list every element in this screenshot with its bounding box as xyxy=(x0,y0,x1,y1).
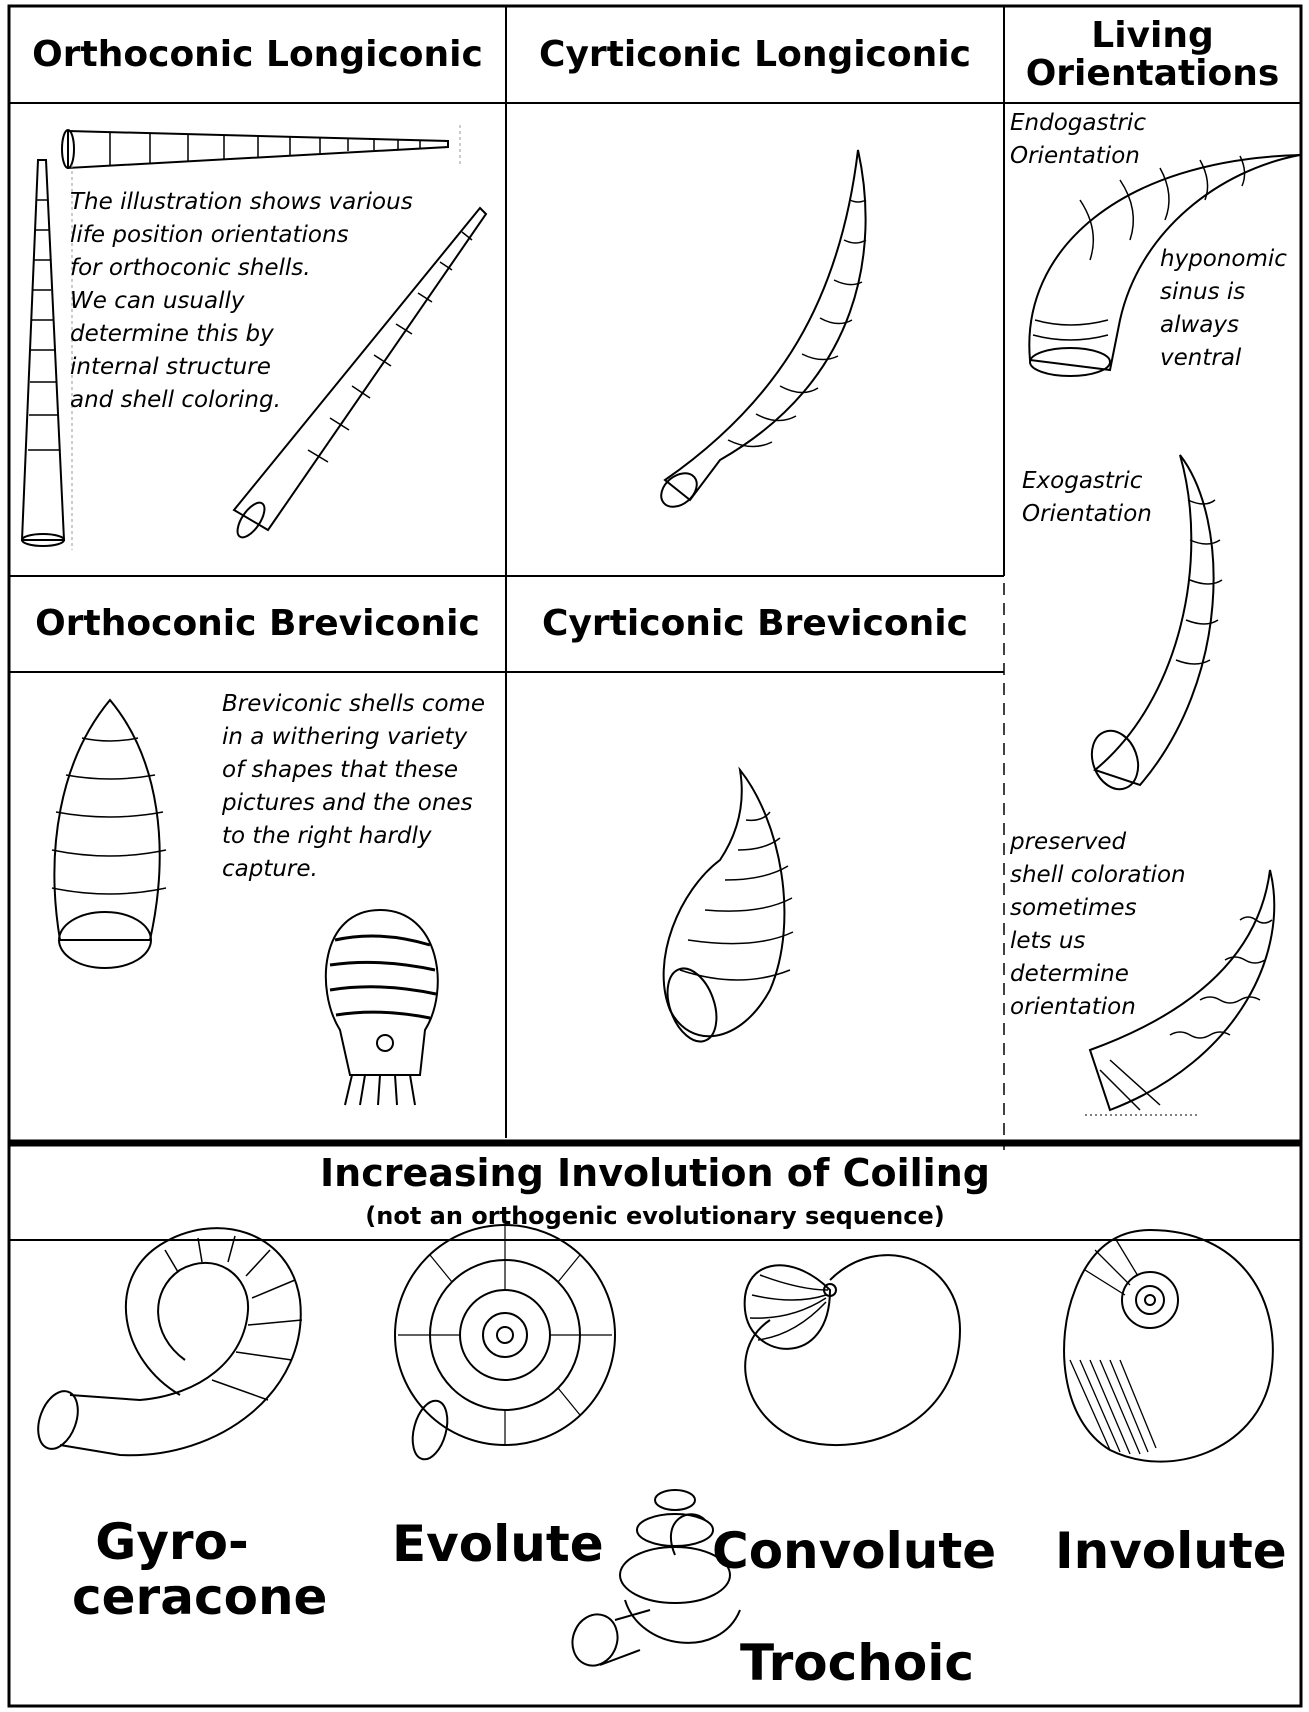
label-involute: Involute xyxy=(1055,1524,1287,1579)
orthocone-horizontal-illustration xyxy=(62,130,448,168)
orthocone-vertical-illustration xyxy=(22,160,64,546)
hyponomic-note: hyponomic sinus is always ventral xyxy=(1160,243,1287,375)
gyroceracone-illustration xyxy=(31,1228,302,1455)
label-trochoic: Trochoic xyxy=(740,1636,974,1691)
header-cyrticonic-breviconic: Cyrticonic Breviconic xyxy=(506,576,1004,672)
label-gyroceracone: Gyro- ceracone xyxy=(72,1515,272,1625)
involute-illustration xyxy=(1064,1230,1273,1462)
header-orthoconic-longiconic: Orthoconic Longiconic xyxy=(9,6,506,103)
longiconic-note: The illustration shows various life posi… xyxy=(70,186,413,417)
header-cyrticonic-longiconic: Cyrticonic Longiconic xyxy=(506,6,1004,103)
header-orthoconic-breviconic: Orthoconic Breviconic xyxy=(9,576,506,672)
breviconic-note: Breviconic shells come in a withering va… xyxy=(222,688,485,886)
breviconic-cone-illustration xyxy=(52,700,166,968)
breviconic-bulb-illustration xyxy=(326,910,438,1105)
evolute-illustration xyxy=(395,1225,615,1463)
endogastric-label: Endogastric Orientation xyxy=(1010,107,1146,173)
convolute-illustration xyxy=(745,1255,960,1445)
cyrtocone-longiconic-illustration xyxy=(655,150,866,514)
coiling-title: Increasing Involution of Coiling xyxy=(9,1148,1301,1200)
label-convolute: Convolute xyxy=(712,1524,996,1579)
cyrtocone-breviconic-illustration xyxy=(658,770,793,1048)
coloration-note: preserved shell coloration sometimes let… xyxy=(1010,826,1186,1024)
exogastric-label: Exogastric Orientation xyxy=(1022,465,1152,531)
header-living-orientations: Living Orientations xyxy=(1004,6,1301,103)
coiling-subtitle: (not an orthogenic evolutionary sequence… xyxy=(9,1198,1301,1236)
label-evolute: Evolute xyxy=(392,1517,604,1572)
